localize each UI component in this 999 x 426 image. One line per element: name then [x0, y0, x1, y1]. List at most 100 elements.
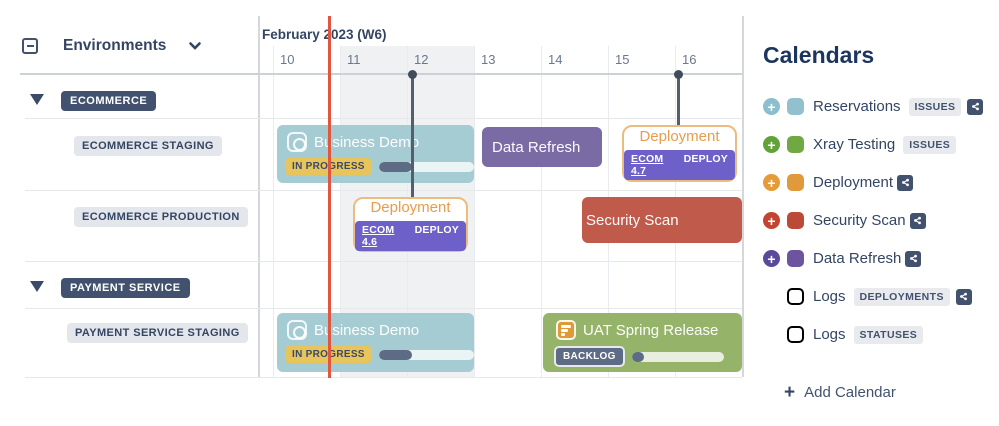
add-event-icon[interactable]: + [763, 174, 780, 191]
progress-fill [631, 351, 644, 362]
version-text: ECOM 4.6 [362, 223, 395, 248]
panel-title: Environments [63, 37, 167, 54]
group-expand-triangle-icon[interactable] [30, 281, 44, 292]
share-icon[interactable] [897, 174, 914, 191]
event-deployment-47[interactable]: Deployment ECOM 4.7 DEPLOY [622, 125, 737, 182]
event-title: Deployment [370, 198, 451, 216]
deploy-text: DEPLOY [683, 152, 728, 165]
plus-icon: + [784, 382, 796, 403]
version-icon [287, 132, 307, 152]
event-business-demo[interactable]: Business Demo IN PROGRESS [277, 313, 474, 372]
day-label: 11 [347, 52, 361, 67]
deploy-version-badge: ECOM 4.6 DEPLOY [355, 220, 466, 251]
day-label: 13 [481, 52, 496, 67]
color-swatch[interactable] [787, 174, 804, 191]
calendars-list: + Reservations ISSUES + Xray Testing ISS… [763, 95, 984, 346]
add-calendar-button[interactable]: + Add Calendar [784, 383, 896, 402]
progress-bar [378, 161, 474, 172]
spacer [763, 288, 780, 305]
timeline-right-border [742, 16, 744, 377]
current-time-marker [328, 16, 331, 378]
calendar-type-badge: ISSUES [908, 97, 962, 116]
progress-bar [378, 349, 474, 360]
share-icon[interactable] [967, 98, 984, 115]
day-label: 10 [280, 52, 295, 67]
deploy-text: DEPLOY [414, 223, 459, 236]
row-separator [25, 190, 742, 191]
month-label: February 2023 (W6) [262, 27, 387, 42]
event-title: UAT Spring Release [583, 321, 719, 339]
calendar-item-reservations[interactable]: + Reservations ISSUES [763, 95, 984, 118]
row-separator [25, 377, 742, 378]
calendar-item-xray-testing[interactable]: + Xray Testing ISSUES [763, 133, 983, 156]
color-swatch-outline[interactable] [787, 288, 804, 305]
timeline-left-border [258, 16, 260, 377]
color-swatch-outline[interactable] [787, 326, 804, 343]
share-icon[interactable] [905, 250, 922, 267]
row-label-ecommerce-staging: ECOMMERCE STAGING [74, 136, 222, 156]
grid-line-day10 [273, 46, 274, 377]
milestone-pin-dot[interactable] [407, 70, 417, 79]
milestone-pin-line [677, 75, 680, 125]
progress-fill [378, 349, 413, 360]
day-label: 15 [615, 52, 630, 67]
share-icon[interactable] [955, 288, 972, 305]
version-text: ECOM 4.7 [631, 152, 664, 177]
test-execution-icon [556, 320, 576, 340]
event-uat-spring-release[interactable]: UAT Spring Release BACKLOG [543, 313, 742, 372]
event-business-demo[interactable]: Business Demo IN PROGRESS [277, 125, 474, 183]
color-swatch[interactable] [787, 250, 804, 267]
event-title: Data Refresh [492, 138, 581, 156]
grid-line-day11 [340, 46, 341, 377]
version-icon [287, 320, 307, 340]
color-swatch[interactable] [787, 136, 804, 153]
add-event-icon[interactable]: + [763, 98, 780, 115]
row-label-ecommerce-production: ECOMMERCE PRODUCTION [74, 207, 248, 227]
event-deployment-46[interactable]: Deployment ECOM 4.6 DEPLOY [353, 197, 468, 252]
add-event-icon[interactable]: + [763, 136, 780, 153]
day-label: 16 [682, 52, 697, 67]
calendar-label: Security Scan [813, 212, 906, 229]
environments-header: Environments [22, 37, 202, 55]
color-swatch[interactable] [787, 98, 804, 115]
status-badge: BACKLOG [554, 346, 625, 367]
calendar-label: Reservations [813, 98, 901, 115]
calendar-item-deployment[interactable]: + Deployment [763, 171, 983, 194]
calendar-item-logs-statuses[interactable]: Logs STATUSES [763, 323, 983, 346]
calendar-item-data-refresh[interactable]: + Data Refresh [763, 247, 983, 270]
calendar-label: Deployment [813, 174, 894, 191]
group-expand-triangle-icon[interactable] [30, 94, 44, 105]
row-separator [25, 261, 742, 262]
progress-bar [631, 351, 724, 362]
milestone-pin-line [411, 75, 414, 197]
grid-line-day14 [541, 46, 542, 377]
milestone-pin-dot[interactable] [673, 70, 683, 79]
group-badge-ecommerce: ECOMMERCE [61, 91, 157, 111]
group-badge-payment-service: PAYMENT SERVICE [61, 278, 190, 298]
add-event-icon[interactable]: + [763, 212, 780, 229]
collapse-all-icon[interactable] [22, 38, 38, 54]
calendar-label: Xray Testing [813, 136, 896, 153]
calendar-type-badge: STATUSES [853, 325, 924, 344]
calendar-type-badge: ISSUES [903, 135, 957, 154]
calendar-type-badge: DEPLOYMENTS [853, 287, 950, 306]
share-icon[interactable] [909, 212, 926, 229]
event-security-scan[interactable]: Security Scan [582, 197, 742, 243]
calendar-label: Logs [813, 288, 846, 305]
event-title: Deployment [639, 127, 720, 145]
event-data-refresh[interactable]: Data Refresh [482, 127, 602, 167]
day-label: 14 [548, 52, 563, 67]
progress-fill [378, 161, 413, 172]
day-label: 12 [414, 52, 429, 67]
chevron-down-icon[interactable] [188, 41, 202, 51]
row-label-payment-service-staging: PAYMENT SERVICE STAGING [67, 323, 248, 343]
calendar-item-logs-deployments[interactable]: Logs DEPLOYMENTS [763, 285, 983, 308]
calendar-item-security-scan[interactable]: + Security Scan [763, 209, 983, 232]
color-swatch[interactable] [787, 212, 804, 229]
event-title: Security Scan [586, 211, 679, 229]
add-event-icon[interactable]: + [763, 250, 780, 267]
deploy-version-badge: ECOM 4.7 DEPLOY [624, 149, 735, 180]
spacer [763, 326, 780, 343]
calendars-title: Calendars [763, 42, 875, 68]
